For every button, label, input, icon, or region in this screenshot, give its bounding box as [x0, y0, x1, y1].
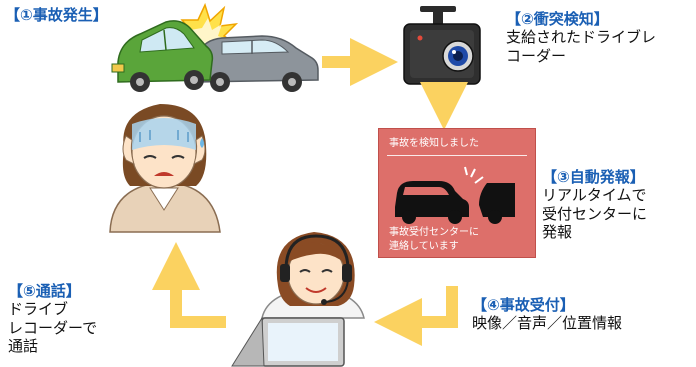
step-3-body-line: 受付センターに: [542, 204, 648, 223]
step-5-body-line: ドライブ: [8, 300, 69, 319]
step-2-heading: 【②衝突検知】: [506, 10, 609, 28]
step-2-body-line: コーダー: [506, 46, 567, 65]
car-crash-icon: [111, 2, 319, 92]
step-3-body: リアルタイムで 受付センターに 発報: [542, 186, 647, 241]
worried-driver-icon: [109, 104, 221, 233]
step-5-label: 【⑤通話】 ドライブ レコーダーで 通話: [8, 282, 97, 355]
step-3-label: 【③自動発報】 リアルタイムで 受付センターに 発報: [542, 168, 647, 241]
step-1-label: 【①事故発生】: [5, 6, 108, 24]
step-4-body: 映像／音声／位置情報: [472, 314, 622, 332]
step-4-heading: 【④事故受付】: [472, 296, 575, 314]
step-5-body-line: レコーダーで: [8, 318, 98, 337]
alert-divider: [387, 155, 527, 156]
laptop-icon: [231, 316, 345, 367]
step-3-body-line: 発報: [542, 222, 573, 241]
step-5-body-line: 通話: [8, 336, 39, 355]
alert-message-line: 事故受付センターに: [389, 227, 479, 238]
step-4-body-line: 映像／音声／位置情報: [472, 314, 623, 333]
dashcam-icon: [403, 6, 481, 85]
alert-message-line: 連絡しています: [389, 240, 459, 252]
alert-message: 事故受付センターに 連絡しています: [389, 226, 479, 253]
step-1-heading: 【①事故発生】: [5, 6, 108, 24]
alert-title: 事故を検知しました: [389, 138, 479, 149]
step-3-body-line: リアルタイムで: [542, 186, 647, 205]
alert-panel: 事故を検知しました 事故受付センターに 連絡しています: [378, 128, 536, 258]
step-2-body-line: 支給されたドライブレ: [506, 28, 657, 47]
arrow-3-to-4: [374, 286, 458, 346]
step-5-heading: 【⑤通話】: [8, 282, 81, 300]
step-2-label: 【②衝突検知】 支給されたドライブレ コーダー: [506, 10, 656, 65]
step-2-body: 支給されたドライブレ コーダー: [506, 28, 656, 65]
step-4-label: 【④事故受付】 映像／音声／位置情報: [472, 296, 622, 333]
step-5-body: ドライブ レコーダーで 通話: [8, 300, 97, 355]
arrow-4-to-5: [152, 242, 226, 328]
alert-car-crash-icon: [395, 166, 515, 224]
operator-headset-icon: [261, 232, 365, 319]
step-3-heading: 【③自動発報】: [542, 168, 645, 186]
flow-arrows: [152, 38, 468, 346]
